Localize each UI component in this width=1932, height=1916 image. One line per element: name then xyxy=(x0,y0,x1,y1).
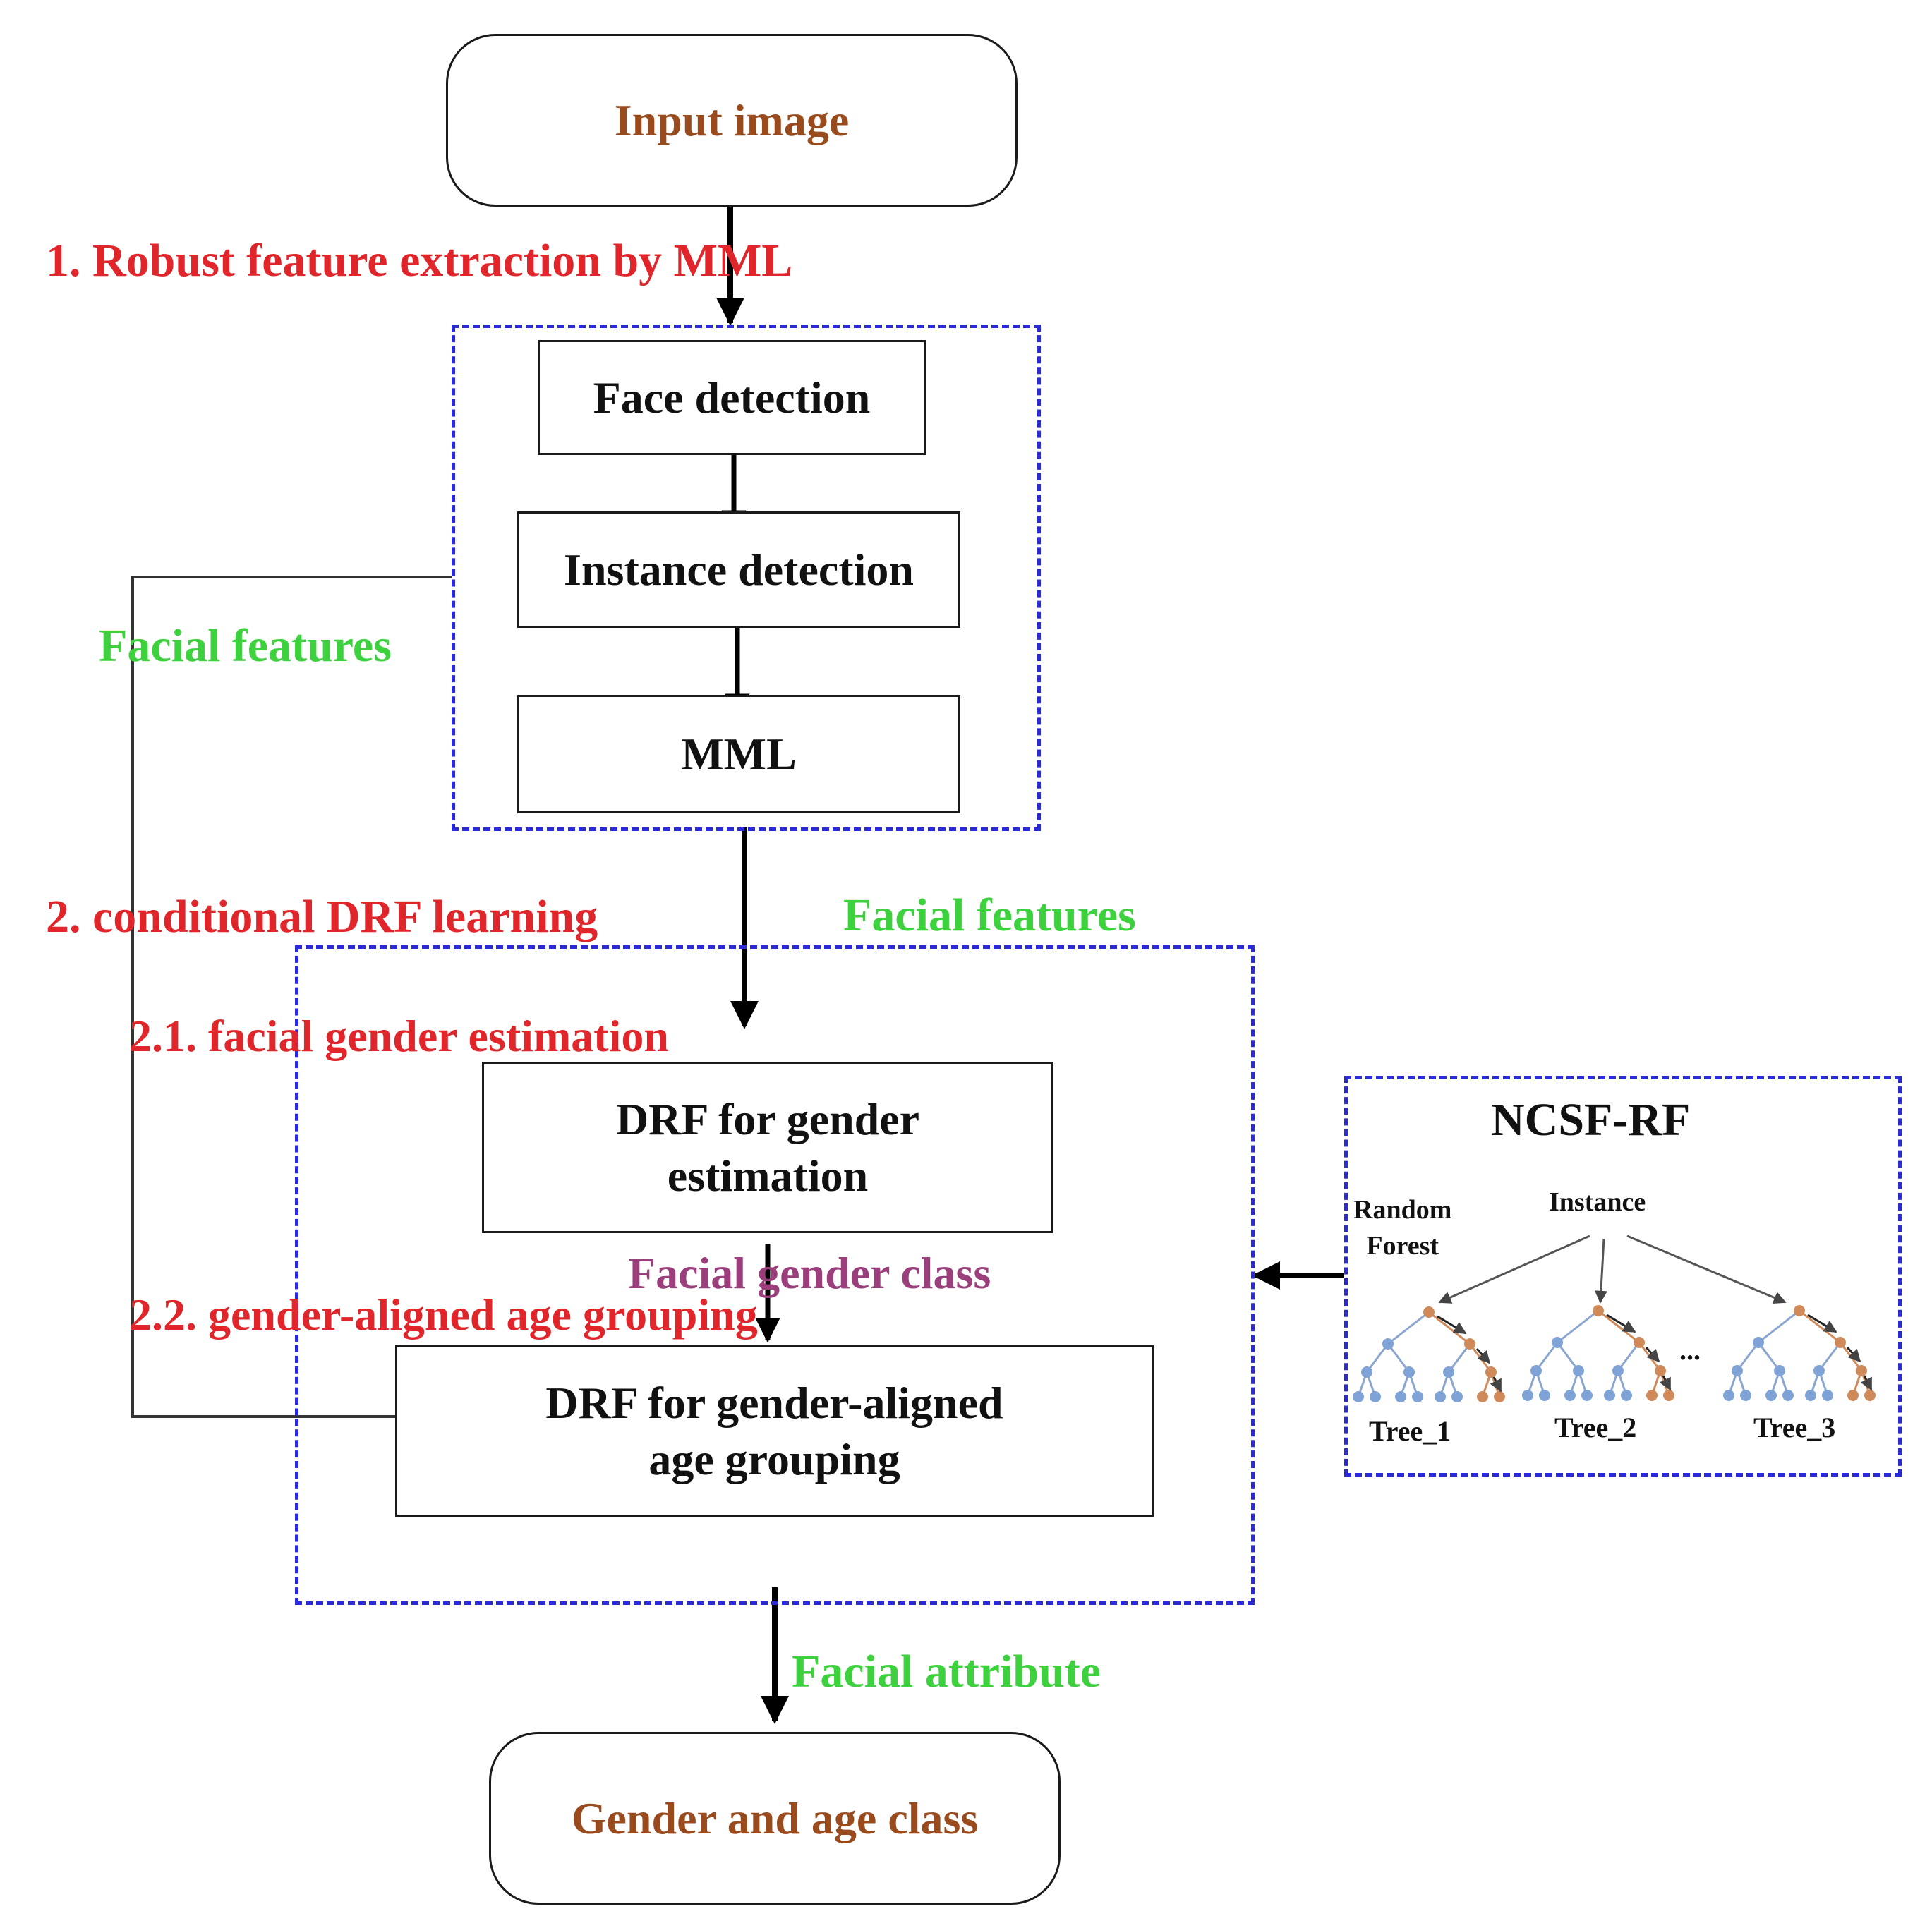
tree-2-graph xyxy=(1522,1305,1674,1401)
step2-label: 2. conditional DRF learning xyxy=(46,891,598,942)
drf-age-label-line2: age grouping xyxy=(648,1433,900,1484)
facial-features-left-label: Facial features xyxy=(99,620,392,672)
step2-1-label: 2.1. facial gender estimation xyxy=(129,1011,669,1061)
drf-age-label-line1: DRF for gender-aligned xyxy=(545,1377,1003,1428)
drf-gender-box: DRF for gender estimation xyxy=(482,1062,1053,1233)
random-label-line2: Forest xyxy=(1366,1231,1439,1261)
tree-1-label: Tree_1 xyxy=(1369,1415,1451,1447)
tree-1-graph xyxy=(1353,1306,1505,1402)
drf-age-box: DRF for gender-aligned age grouping xyxy=(395,1345,1154,1517)
mml-box: MML xyxy=(517,695,960,813)
step1-label: 1. Robust feature extraction by MML xyxy=(46,235,793,286)
feature-extraction-group xyxy=(452,325,1041,831)
mml-label: MML xyxy=(681,729,797,779)
feature-bypass-line xyxy=(131,576,452,1424)
tree-2-label: Tree_2 xyxy=(1554,1412,1637,1443)
instance-detection-box: Instance detection xyxy=(517,511,960,628)
instance-label: Instance xyxy=(1549,1187,1646,1217)
face-detection-label: Face detection xyxy=(593,372,871,423)
output-label: Gender and age class xyxy=(571,1793,979,1843)
output-node: Gender and age class xyxy=(489,1732,1061,1905)
facial-features-right-label: Facial features xyxy=(843,890,1136,941)
tree-3-graph xyxy=(1723,1305,1876,1401)
input-image-node: Input image xyxy=(446,34,1018,207)
random-label-line1: Random xyxy=(1353,1195,1452,1225)
drf-gender-label-line1: DRF for gender xyxy=(615,1093,920,1144)
facial-attribute-label: Facial attribute xyxy=(792,1646,1101,1697)
face-detection-box: Face detection xyxy=(538,340,926,455)
instance-detection-label: Instance detection xyxy=(564,544,914,595)
ncsf-rf-panel xyxy=(1344,1076,1902,1477)
random-forest-label: Random Forest xyxy=(1353,1192,1451,1265)
drf-gender-label-line2: estimation xyxy=(667,1150,869,1201)
forest-ellipsis: ... xyxy=(1679,1334,1701,1366)
facial-gender-class-label: Facial gender class xyxy=(628,1248,991,1298)
tree-3-label: Tree_3 xyxy=(1753,1412,1836,1443)
input-image-label: Input image xyxy=(614,95,850,145)
drf-learning-group xyxy=(295,945,1255,1605)
ncsf-rf-title: NCSF-RF xyxy=(1491,1094,1691,1146)
step2-2-label: 2.2. gender-aligned age grouping xyxy=(129,1290,758,1340)
forest-diagram xyxy=(1353,1235,1876,1402)
